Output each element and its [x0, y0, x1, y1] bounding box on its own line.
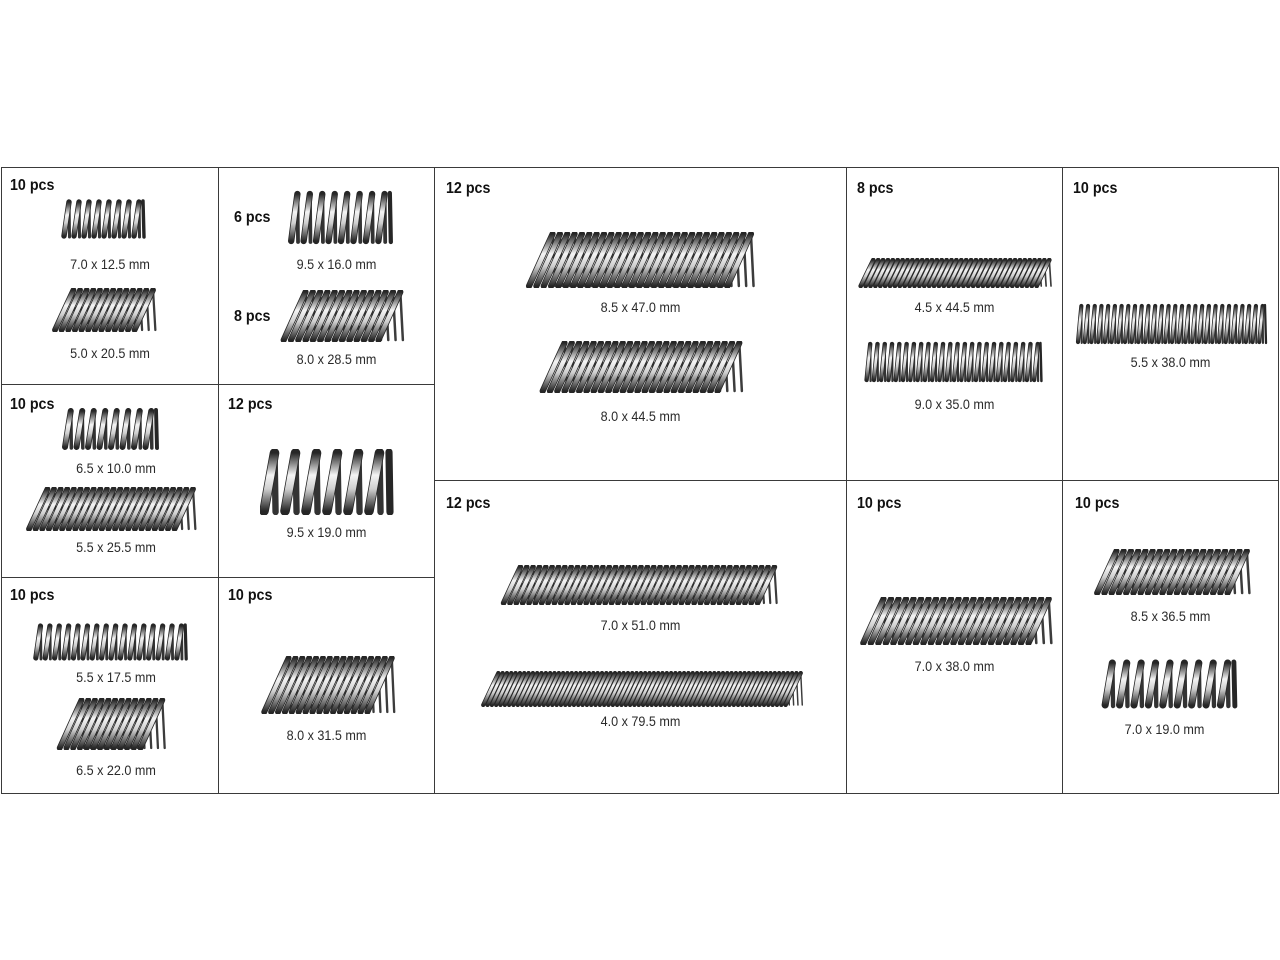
spring-size-label: 5.5 x 38.0 mm — [1130, 354, 1211, 370]
spring-item: 5.5 x 38.0 mm — [1063, 302, 1278, 374]
spring-icon — [481, 671, 804, 707]
spring-item: 8.0 x 44.5 mm — [435, 341, 846, 431]
spring-icon — [61, 199, 146, 239]
spring-item: 8.5 x 36.5 mm — [1063, 549, 1278, 629]
spring-size-label: 6.5 x 22.0 mm — [76, 762, 156, 778]
spring-size-label: 7.0 x 12.5 mm — [70, 256, 150, 272]
spring-size-label: 6.5 x 10.0 mm — [76, 460, 156, 476]
spring-icon — [288, 190, 393, 245]
spring-item: 8.0 x 31.5 mm — [219, 656, 434, 752]
spring-item: 4.0 x 79.5 mm — [435, 671, 846, 735]
spring-item: 7.0 x 12.5 mm — [2, 198, 218, 276]
spring-item: 7.0 x 38.0 mm — [847, 597, 1062, 677]
assortment-cell-c5: 10 pcs 5.5 x 38.0 mm — [1062, 167, 1279, 481]
spring-item: 9.5 x 19.0 mm — [219, 449, 434, 545]
spring-size-label: 9.0 x 35.0 mm — [914, 396, 995, 412]
spring-icon — [1094, 549, 1251, 595]
spring-item: 5.5 x 17.5 mm — [2, 622, 218, 688]
spring-item: 9.0 x 35.0 mm — [847, 340, 1062, 414]
spring-item: 7.0 x 51.0 mm — [435, 565, 846, 645]
spring-item: 6.5 x 22.0 mm — [2, 698, 218, 778]
spring-size-label: 8.5 x 47.0 mm — [600, 299, 681, 315]
spring-item: 6 pcs 9.5 x 16.0 mm — [219, 190, 434, 272]
spring-item: 5.5 x 25.5 mm — [2, 487, 218, 565]
assortment-cell-c2: 6 pcs 9.5 x 16.0 mm 8 pcs 8.0 x 28.5 mm — [218, 167, 435, 385]
spring-icon — [539, 341, 744, 393]
spring-icon — [52, 288, 157, 332]
spring-size-label: 4.5 x 44.5 mm — [914, 299, 995, 315]
spring-icon — [500, 565, 778, 605]
spring-size-label: 5.5 x 25.5 mm — [76, 539, 156, 555]
quantity-label: 12 pcs — [228, 396, 273, 413]
assortment-cell-c10: 10 pcs 8.5 x 36.5 mm 7.0 x 19.0 mm — [1062, 480, 1279, 794]
spring-size-label: 4.0 x 79.5 mm — [600, 713, 681, 729]
quantity-label: 8 pcs — [234, 308, 271, 325]
spring-icon — [260, 449, 394, 515]
spring-size-label: 9.5 x 16.0 mm — [296, 256, 377, 272]
quantity-label: 12 pcs — [446, 180, 491, 197]
assortment-cell-c11: 10 pcs 5.5 x 17.5 mm 6.5 x 22.0 mm — [1, 577, 219, 794]
quantity-label: 8 pcs — [857, 180, 894, 197]
assortment-cell-c9: 10 pcs 7.0 x 38.0 mm — [846, 480, 1063, 794]
spring-size-label: 9.5 x 19.0 mm — [286, 524, 367, 540]
spring-icon — [1075, 303, 1268, 345]
spring-icon — [525, 232, 755, 288]
spring-icon — [1101, 659, 1238, 709]
quantity-label: 12 pcs — [446, 495, 491, 512]
spring-icon — [33, 623, 188, 661]
assortment-cell-c4: 8 pcs 4.5 x 44.5 mm 9.0 x 35.0 mm — [846, 167, 1063, 481]
spring-icon — [261, 656, 396, 714]
spring-size-label: 8.0 x 31.5 mm — [286, 727, 367, 743]
spring-item: 4.5 x 44.5 mm — [847, 258, 1062, 324]
spring-item: 8.5 x 47.0 mm — [435, 232, 846, 322]
spring-item: 6.5 x 10.0 mm — [2, 407, 218, 481]
assortment-cell-c3: 12 pcs 8.5 x 47.0 mm 8.0 x 44.5 mm — [434, 167, 847, 481]
assortment-cell-c1: 10 pcs 7.0 x 12.5 mm 5.0 x 20.5 mm — [1, 167, 219, 385]
spring-item: 5.0 x 20.5 mm — [2, 288, 218, 364]
spring-icon — [864, 341, 1043, 383]
quantity-label: 10 pcs — [10, 177, 55, 194]
spring-size-label: 5.0 x 20.5 mm — [70, 345, 150, 361]
spring-icon — [26, 487, 197, 531]
spring-size-label: 8.0 x 44.5 mm — [600, 408, 681, 424]
spring-size-label: 5.5 x 17.5 mm — [76, 669, 156, 685]
quantity-label: 10 pcs — [10, 587, 55, 604]
spring-size-label: 8.5 x 36.5 mm — [1130, 608, 1211, 624]
quantity-label: 10 pcs — [1073, 180, 1118, 197]
spring-item: 7.0 x 19.0 mm — [1063, 659, 1278, 741]
spring-size-label: 8.0 x 28.5 mm — [296, 351, 377, 367]
quantity-label: 10 pcs — [1075, 495, 1120, 512]
spring-size-label: 7.0 x 19.0 mm — [1124, 721, 1205, 737]
spring-icon — [860, 597, 1053, 645]
assortment-cell-c8: 12 pcs 7.0 x 51.0 mm 4.0 x 79.5 mm — [434, 480, 847, 794]
quantity-label: 10 pcs — [228, 587, 273, 604]
spring-icon — [56, 698, 166, 750]
quantity-label: 10 pcs — [10, 396, 55, 413]
assortment-cell-c6: 10 pcs 6.5 x 10.0 mm 5.5 x 25.5 mm — [1, 384, 219, 578]
spring-size-label: 7.0 x 51.0 mm — [600, 617, 681, 633]
assortment-cell-c7: 12 pcs 9.5 x 19.0 mm — [218, 384, 435, 578]
assortment-cell-c12: 10 pcs 8.0 x 31.5 mm — [218, 577, 435, 794]
quantity-label: 6 pcs — [234, 209, 271, 226]
spring-icon — [62, 408, 159, 450]
quantity-label: 10 pcs — [857, 495, 902, 512]
spring-icon — [280, 290, 405, 342]
spring-icon — [858, 258, 1052, 288]
spring-item: 8 pcs 8.0 x 28.5 mm — [219, 290, 434, 372]
spring-size-label: 7.0 x 38.0 mm — [914, 658, 995, 674]
